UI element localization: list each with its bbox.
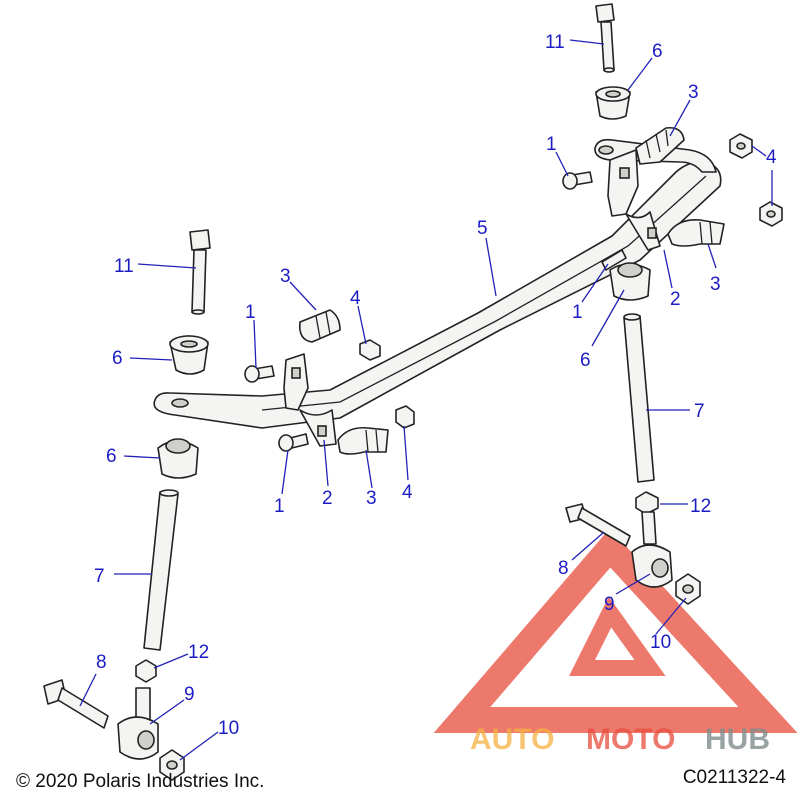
callout-label: 10 xyxy=(218,718,239,739)
bushing-left-bottom xyxy=(157,438,199,479)
bolt-upper-left xyxy=(244,365,275,383)
callout-label: 6 xyxy=(580,350,591,371)
watermark-moto: MOTO xyxy=(586,723,675,756)
clamp-bracket-lower-left xyxy=(283,353,337,447)
bushing-clamp-upper-right xyxy=(635,126,685,165)
bushing-top-right xyxy=(595,86,631,120)
link-bolt-left xyxy=(43,679,109,729)
copyright-notice: © 2020 Polaris Industries Inc. xyxy=(16,771,265,792)
link-rod-right xyxy=(623,313,655,483)
jam-nut-left xyxy=(135,659,157,683)
watermark-hub: HUB xyxy=(705,723,770,756)
callout-label: 8 xyxy=(558,558,569,579)
callout-label: 5 xyxy=(477,218,488,239)
callout-label: 1 xyxy=(245,302,256,323)
callout-label: 2 xyxy=(670,289,681,310)
bushing-clamp-lower-right xyxy=(667,218,725,247)
callout-label: 2 xyxy=(322,488,333,509)
bushing-clamp-upper-left xyxy=(298,309,341,343)
callout-label: 4 xyxy=(350,288,361,309)
link-rod-left xyxy=(143,489,179,651)
callout-label: 8 xyxy=(96,652,107,673)
long-bolt-left xyxy=(189,229,211,315)
callout-label: 1 xyxy=(546,134,557,155)
callout-label: 12 xyxy=(188,642,209,663)
ball-joint-right xyxy=(631,511,673,588)
nut-right-bottom xyxy=(759,201,783,227)
callout-label: 4 xyxy=(402,482,413,503)
callout-label: 6 xyxy=(112,348,123,369)
callout-label: 4 xyxy=(766,147,777,168)
bolt-upper-right xyxy=(562,171,593,190)
bushing-mid-right xyxy=(609,262,651,301)
callout-label: 9 xyxy=(604,594,615,615)
watermark-auto: AUTO xyxy=(470,723,554,756)
bolt-lower-left xyxy=(278,433,309,452)
clamp-bracket-upper-right xyxy=(607,149,661,251)
callout-label: 3 xyxy=(710,274,721,295)
flange-nut-right xyxy=(675,573,701,605)
callout-label: 9 xyxy=(184,684,195,705)
callout-label: 7 xyxy=(94,566,105,587)
flange-nut-left xyxy=(159,749,185,781)
link-bolt-right xyxy=(565,503,631,547)
long-bolt-right xyxy=(595,3,615,73)
callout-label: 11 xyxy=(114,256,134,277)
callout-label: 6 xyxy=(106,446,117,467)
callout-label: 12 xyxy=(690,496,711,517)
callout-label: 3 xyxy=(280,266,291,287)
watermark-wordmark: AUTO MOTO HUB xyxy=(470,723,770,756)
callout-label: 1 xyxy=(572,302,583,323)
callout-labels: 11 6 3 1 4 11 5 3 2 3 1 1 4 6 6 6 1 2 3 … xyxy=(94,32,777,739)
callout-label: 10 xyxy=(650,632,671,653)
callout-label: 6 xyxy=(652,41,663,62)
bushing-left-top xyxy=(169,335,209,375)
callout-label: 11 xyxy=(545,32,565,53)
bushing-clamp-lower-left xyxy=(337,426,389,455)
callout-leaders xyxy=(79,39,773,761)
nut-left-top xyxy=(359,339,381,361)
callout-label: 1 xyxy=(274,496,285,517)
ball-joint-left xyxy=(117,687,159,760)
nut-right-top xyxy=(729,133,753,159)
callout-label: 3 xyxy=(366,488,377,509)
nut-left-bottom xyxy=(395,405,415,429)
drawing-number: C0211322-4 xyxy=(682,767,786,788)
jam-nut-right xyxy=(635,491,659,515)
watermark-triangle xyxy=(433,528,798,733)
callout-label: 7 xyxy=(694,401,705,422)
callout-label: 3 xyxy=(688,82,699,103)
